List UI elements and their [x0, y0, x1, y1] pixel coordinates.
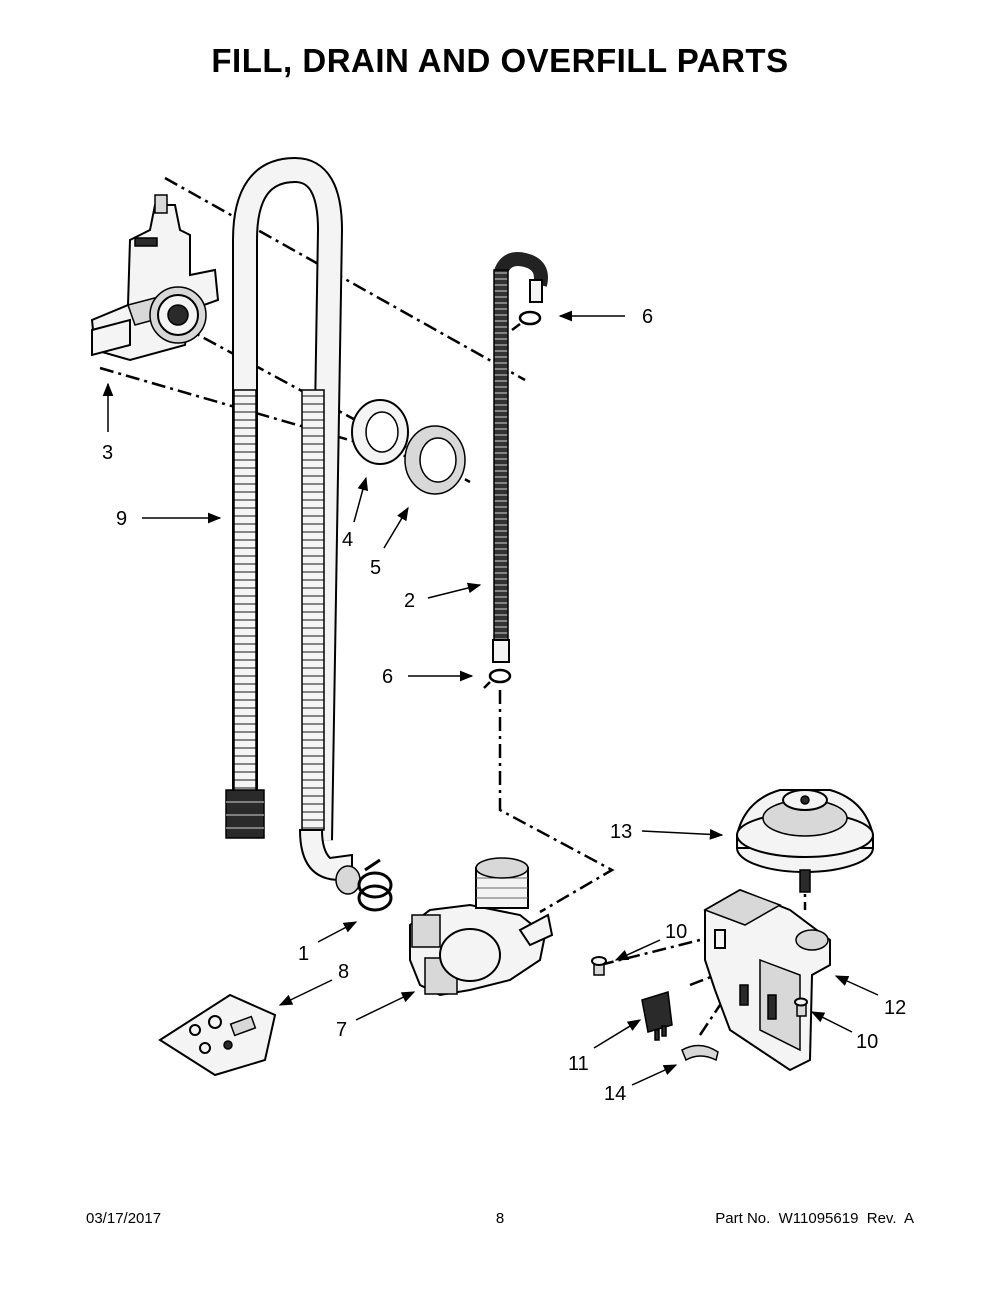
- callout-4: 4: [342, 529, 353, 551]
- callout-11: 11: [568, 1053, 589, 1075]
- assembly-line-pump-left: [99, 366, 461, 474]
- assembly-line-fill-hose: [498, 690, 615, 914]
- callout-6-bottom: 6: [382, 666, 393, 688]
- footer-part-number: Part No. W11095619 Rev. A: [715, 1210, 914, 1227]
- footer-date: 03/17/2017: [86, 1210, 162, 1227]
- part-2-fill-hose: [492, 252, 548, 663]
- part-12-bracket: [703, 888, 831, 1072]
- part-6-clamp-top: [511, 310, 542, 331]
- part-5-nut: [404, 425, 466, 495]
- part-6-clamp-bottom: [483, 668, 512, 689]
- leader-8: [278, 979, 333, 1006]
- callout-3: 3: [102, 442, 113, 464]
- leader-11: [593, 1019, 642, 1049]
- leader-13: [641, 828, 724, 840]
- callout-13: 13: [610, 821, 632, 843]
- callout-9: 9: [116, 508, 127, 530]
- leader-12: [834, 975, 879, 996]
- callout-2: 2: [404, 590, 415, 612]
- leader-4: [353, 476, 369, 523]
- part-7-water-valve: [409, 857, 554, 997]
- footer-page-number: 8: [495, 1210, 505, 1227]
- assembly-line-drain-top: [164, 176, 526, 382]
- callout-8: 8: [338, 961, 349, 983]
- callout-1: 1: [298, 943, 309, 965]
- leader-10-left: [614, 939, 661, 961]
- assembly-line-screw: [599, 933, 721, 967]
- part-1-clamp: [357, 858, 393, 912]
- leader-10-right: [810, 1011, 853, 1033]
- part-14-clip: [681, 1044, 719, 1062]
- assembly-line-clip: [698, 1004, 722, 1036]
- leader-5: [383, 506, 409, 549]
- callout-7: 7: [336, 1019, 347, 1041]
- leader-14: [631, 1064, 678, 1086]
- part-8-hardware-bag: [158, 993, 277, 1077]
- leader-2: [427, 582, 482, 599]
- callout-10-right: 10: [856, 1031, 878, 1053]
- leader-1: [317, 921, 358, 943]
- callout-6-top: 6: [642, 306, 653, 328]
- part-11-switch: [641, 991, 673, 1041]
- leader-7: [355, 991, 416, 1021]
- part-4-gasket: [351, 399, 409, 465]
- part-9-drain-hose: [225, 156, 361, 895]
- page-title: FILL, DRAIN AND OVERFILL PARTS: [211, 42, 789, 79]
- callout-12: 12: [884, 997, 906, 1019]
- part-13-float: [736, 789, 874, 893]
- part-10-screw-right: [794, 997, 808, 1017]
- part-10-screw-left: [591, 956, 607, 976]
- callout-14: 14: [604, 1083, 626, 1105]
- callout-10-left: 10: [665, 921, 687, 943]
- callout-5: 5: [370, 557, 381, 579]
- part-3-bracket: [90, 194, 220, 362]
